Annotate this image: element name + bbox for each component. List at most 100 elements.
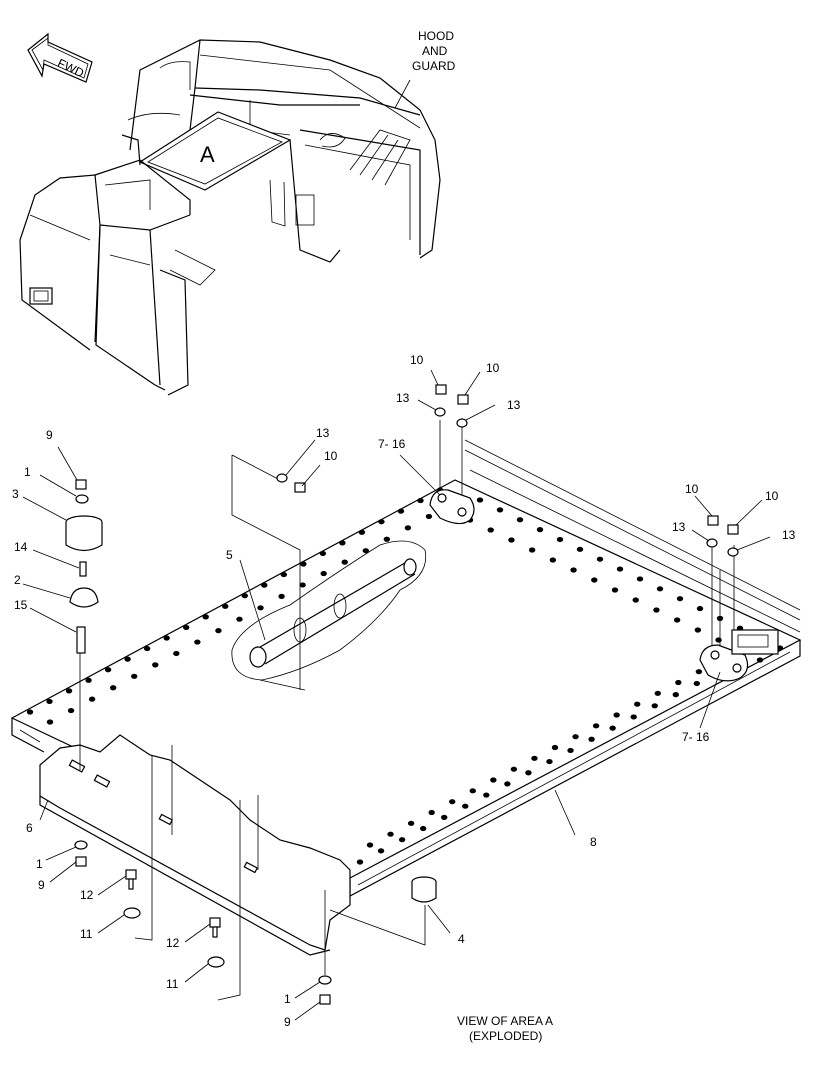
plate-hole xyxy=(756,657,764,663)
callout-11: 11 xyxy=(80,927,93,941)
plate-hole xyxy=(387,831,394,837)
callout-10: 10 xyxy=(410,353,424,367)
washer-11a xyxy=(123,907,141,919)
plate-hole xyxy=(280,571,288,578)
plate-hole xyxy=(487,527,494,533)
washer-11b xyxy=(207,956,225,968)
washer-13d xyxy=(706,538,718,548)
plate-hole xyxy=(715,637,722,643)
plate-hole xyxy=(26,709,34,715)
plate-hole xyxy=(694,627,702,633)
plate-hole xyxy=(567,747,574,754)
plate-hole xyxy=(636,576,644,582)
nut-9a xyxy=(75,479,87,490)
plate-hole xyxy=(194,639,201,645)
callout-13: 13 xyxy=(782,528,796,542)
plate-hole xyxy=(366,842,374,848)
plate-hole xyxy=(85,677,92,683)
callout-4: 4 xyxy=(458,932,465,946)
plate-hole xyxy=(143,645,151,652)
plate-hole xyxy=(397,508,405,514)
leader-lines xyxy=(22,369,771,1021)
plate-hole xyxy=(675,679,682,686)
callout-14: 14 xyxy=(14,540,28,554)
caption-line2: (EXPLODED) xyxy=(469,1029,542,1043)
plate-hole xyxy=(124,656,131,662)
plate-hole xyxy=(377,848,385,854)
plate-hole xyxy=(441,814,448,820)
plate-hole xyxy=(591,577,598,583)
plate-hole xyxy=(483,792,490,798)
callout-13: 13 xyxy=(396,391,410,405)
callout-1: 1 xyxy=(36,857,43,871)
callout-1: 1 xyxy=(284,992,291,1006)
plate-hole xyxy=(88,696,96,702)
plate-hole xyxy=(339,540,346,546)
plate-hole xyxy=(490,777,497,783)
callout-labels: 10 10 13 13 7- 16 13 10 10 10 13 13 7- 1… xyxy=(12,353,796,1029)
plate-hole xyxy=(570,567,577,573)
washer-13c xyxy=(276,473,288,483)
callout-1: 1 xyxy=(24,465,31,479)
plate-hole xyxy=(428,809,435,816)
callout-11: 11 xyxy=(166,977,179,991)
plate-hole xyxy=(546,758,553,765)
plate-hole xyxy=(549,557,557,563)
washer-1a xyxy=(75,494,89,504)
washer-1c xyxy=(318,975,332,985)
plate-hole xyxy=(551,744,559,751)
callout-12: 12 xyxy=(166,936,180,950)
plate-hole xyxy=(65,688,73,694)
callout-12: 12 xyxy=(80,888,94,902)
callout-9: 9 xyxy=(38,878,45,892)
plate-hole xyxy=(469,788,476,794)
caption-line1: VIEW OF AREA A xyxy=(457,1014,553,1028)
hood-label-line1: HOOD xyxy=(418,29,454,43)
plate-hole xyxy=(398,837,406,843)
plate-hole xyxy=(656,586,664,592)
washer-13e xyxy=(727,547,739,557)
plate-hole xyxy=(300,561,307,567)
hood-label-line3: GUARD xyxy=(412,59,456,73)
plate-hole xyxy=(278,593,285,599)
plate-hole xyxy=(341,559,348,565)
cover-plate-6 xyxy=(39,734,351,956)
plate-hole xyxy=(588,736,595,742)
plate-hole xyxy=(383,536,391,542)
plate-hole xyxy=(182,624,190,631)
plate-hole xyxy=(616,566,624,572)
bolt-head-12b xyxy=(209,917,221,928)
callout-13: 13 xyxy=(316,426,330,440)
plate-hole xyxy=(109,685,117,691)
callout-5: 5 xyxy=(226,548,233,562)
nut-10c xyxy=(294,482,306,493)
callout-3: 3 xyxy=(12,487,19,501)
plate-hole xyxy=(419,825,427,832)
nut-10d xyxy=(707,515,719,526)
nut-10b xyxy=(457,394,469,405)
plate-hole xyxy=(299,582,306,588)
callout-9: 9 xyxy=(284,1015,291,1029)
plate-hole xyxy=(536,527,544,533)
plate-hole xyxy=(609,725,616,731)
plate-hole xyxy=(173,650,180,657)
callout-13: 13 xyxy=(507,398,521,412)
plate-hole xyxy=(261,582,268,588)
plate-hole xyxy=(611,587,619,593)
plate-hole xyxy=(556,536,564,543)
plate-hole xyxy=(508,537,515,543)
plate-hole xyxy=(632,597,639,603)
plate-hole xyxy=(462,803,469,809)
plate-hole xyxy=(425,513,433,520)
plate-hole xyxy=(504,781,511,787)
plate-hole xyxy=(651,703,658,709)
callout-6: 6 xyxy=(26,821,33,835)
plate-hole xyxy=(676,596,684,602)
plate-hole xyxy=(131,673,138,679)
plate-hole xyxy=(596,556,604,562)
plate-hole xyxy=(572,734,579,740)
washer-13a xyxy=(434,407,446,417)
plate-hole xyxy=(695,669,703,675)
plate-hole xyxy=(362,548,369,554)
